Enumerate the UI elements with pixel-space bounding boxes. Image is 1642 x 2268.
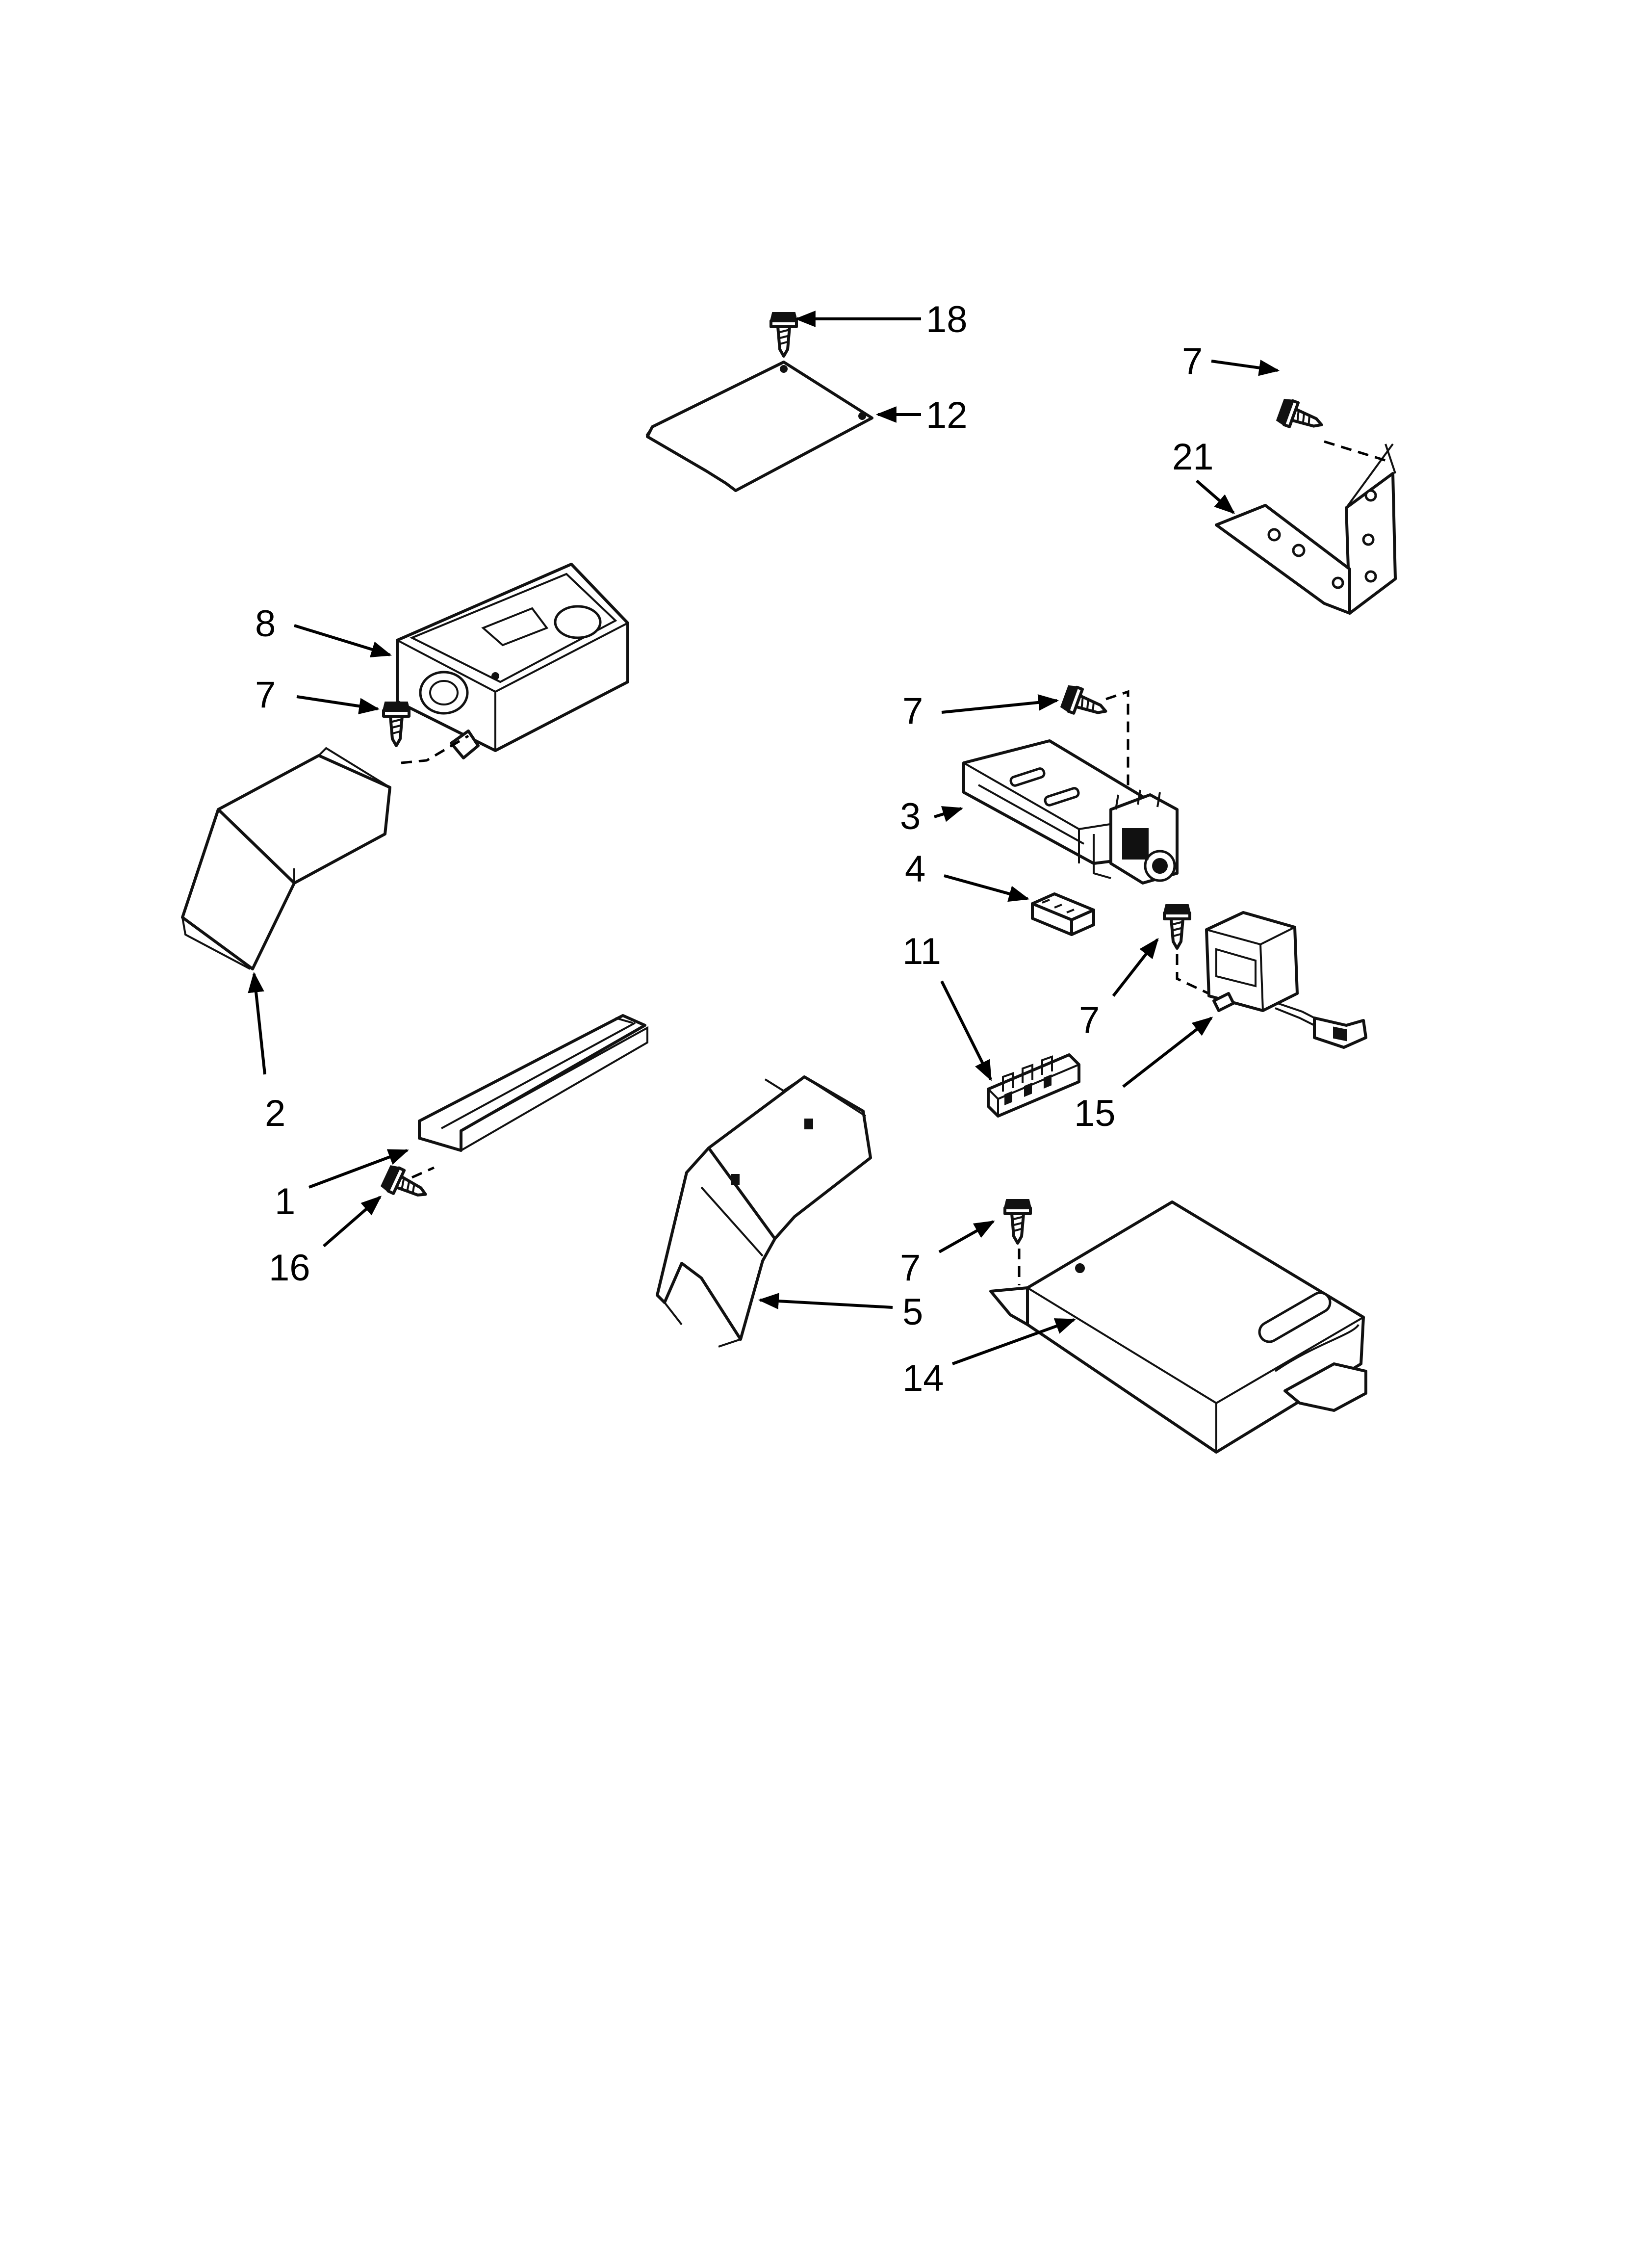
part-rail-1 bbox=[418, 1014, 648, 1152]
part-transformer-15 bbox=[1205, 911, 1367, 1049]
part-base-tray-14 bbox=[989, 1200, 1367, 1454]
part-connector-4 bbox=[1031, 892, 1095, 936]
callout-14: 14 bbox=[902, 1357, 944, 1399]
part-screw-7-box bbox=[384, 703, 469, 764]
part-screw-18 bbox=[771, 313, 796, 356]
callout-16: 16 bbox=[269, 1247, 310, 1289]
part-box-8 bbox=[396, 563, 629, 759]
part-bracket-21 bbox=[1215, 398, 1397, 615]
callout-7-tray: 7 bbox=[900, 1247, 921, 1289]
callout-2: 2 bbox=[265, 1093, 285, 1134]
part-screw-7-tray bbox=[1005, 1200, 1030, 1285]
callout-8: 8 bbox=[255, 603, 276, 645]
part-screw-7-control bbox=[1061, 684, 1129, 795]
callout-3: 3 bbox=[900, 796, 921, 837]
callout-labels: 18 12 7 21 8 7 7 3 4 11 7 15 2 1 16 7 5 … bbox=[255, 299, 1214, 1399]
callout-4: 4 bbox=[905, 848, 925, 890]
callout-11: 11 bbox=[902, 931, 941, 972]
callout-5: 5 bbox=[902, 1291, 923, 1333]
callout-15: 15 bbox=[1074, 1093, 1116, 1134]
callout-18: 18 bbox=[926, 299, 968, 340]
part-screw-16 bbox=[381, 1165, 435, 1206]
part-terminal-strip-11 bbox=[987, 1053, 1080, 1118]
leader-lines bbox=[248, 311, 1280, 1365]
part-cover-plate-12 bbox=[645, 361, 873, 492]
callout-7-control: 7 bbox=[902, 690, 923, 732]
part-control-housing-3 bbox=[962, 739, 1179, 885]
part-duct-cover-2 bbox=[181, 747, 391, 970]
callout-7-box: 7 bbox=[255, 674, 276, 716]
part-screw-7-transformer bbox=[1164, 905, 1215, 997]
callout-21: 21 bbox=[1172, 436, 1214, 478]
callout-12: 12 bbox=[926, 394, 968, 436]
part-channel-5 bbox=[656, 1075, 872, 1348]
callout-7-transformer: 7 bbox=[1079, 999, 1100, 1041]
callout-7-bracket: 7 bbox=[1182, 340, 1203, 382]
callout-1: 1 bbox=[275, 1181, 295, 1223]
